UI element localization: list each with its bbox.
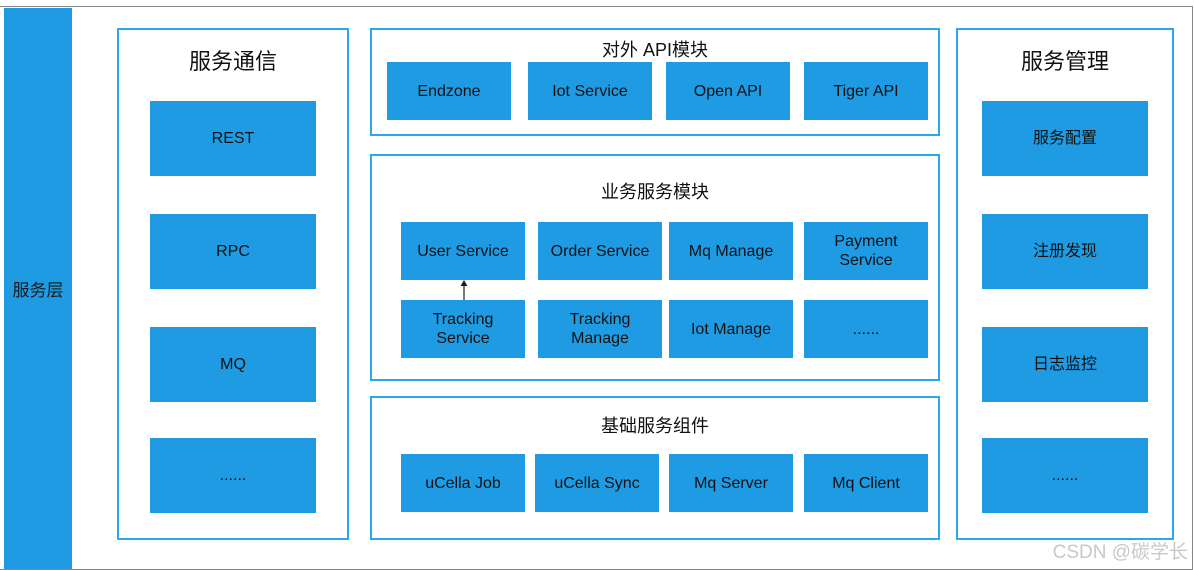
up-arrow-connector — [460, 280, 468, 300]
watermark: CSDN @碳学长 — [1052, 542, 1188, 563]
base-block-mq-client: Mq Client — [804, 454, 928, 512]
biz-block-more: ...... — [804, 300, 928, 358]
mgmt-block-registry: 注册发现 — [982, 214, 1148, 289]
comm-block-rpc: RPC — [150, 214, 316, 289]
biz-block-iot-manage: Iot Manage — [669, 300, 793, 358]
service-communication-panel: 服务通信 REST RPC MQ ...... — [117, 28, 349, 540]
mgmt-block-config: 服务配置 — [982, 101, 1148, 176]
comm-block-more: ...... — [150, 438, 316, 513]
panel-title: 服务通信 — [188, 49, 277, 74]
comm-block-mq: MQ — [150, 327, 316, 402]
biz-block-tracking-service: Tracking Service — [401, 300, 525, 358]
service-layer-sidebar: 服务层 — [4, 8, 72, 569]
comm-block-rest: REST — [150, 101, 316, 176]
base-block-ucella-sync: uCella Sync — [535, 454, 659, 512]
api-block-endzone: Endzone — [387, 62, 511, 120]
panel-title: 基础服务组件 — [601, 416, 709, 436]
business-service-panel: 业务服务模块 User Service Order Service Mq Man… — [370, 154, 940, 381]
base-block-ucella-job: uCella Job — [401, 454, 525, 512]
api-block-iot-service: Iot Service — [528, 62, 652, 120]
biz-block-mq-manage: Mq Manage — [669, 222, 793, 280]
biz-block-order-service: Order Service — [538, 222, 662, 280]
sidebar-label: 服务层 — [12, 281, 64, 300]
panel-title: 业务服务模块 — [601, 182, 709, 202]
biz-block-user-service: User Service — [401, 222, 525, 280]
base-block-mq-server: Mq Server — [669, 454, 793, 512]
api-block-open-api: Open API — [666, 62, 790, 120]
mgmt-block-logging: 日志监控 — [982, 327, 1148, 402]
service-management-panel: 服务管理 服务配置 注册发现 日志监控 ...... — [956, 28, 1174, 540]
biz-block-tracking-manage: Tracking Manage — [538, 300, 662, 358]
base-service-panel: 基础服务组件 uCella Job uCella Sync Mq Server … — [370, 396, 940, 540]
panel-title: 服务管理 — [1020, 49, 1109, 74]
external-api-panel: 对外 API模块 Endzone Iot Service Open API Ti… — [370, 28, 940, 136]
biz-block-payment-service: Payment Service — [804, 222, 928, 280]
panel-title: 对外 API模块 — [601, 40, 708, 60]
api-block-tiger-api: Tiger API — [804, 62, 928, 120]
mgmt-block-more: ...... — [982, 438, 1148, 513]
